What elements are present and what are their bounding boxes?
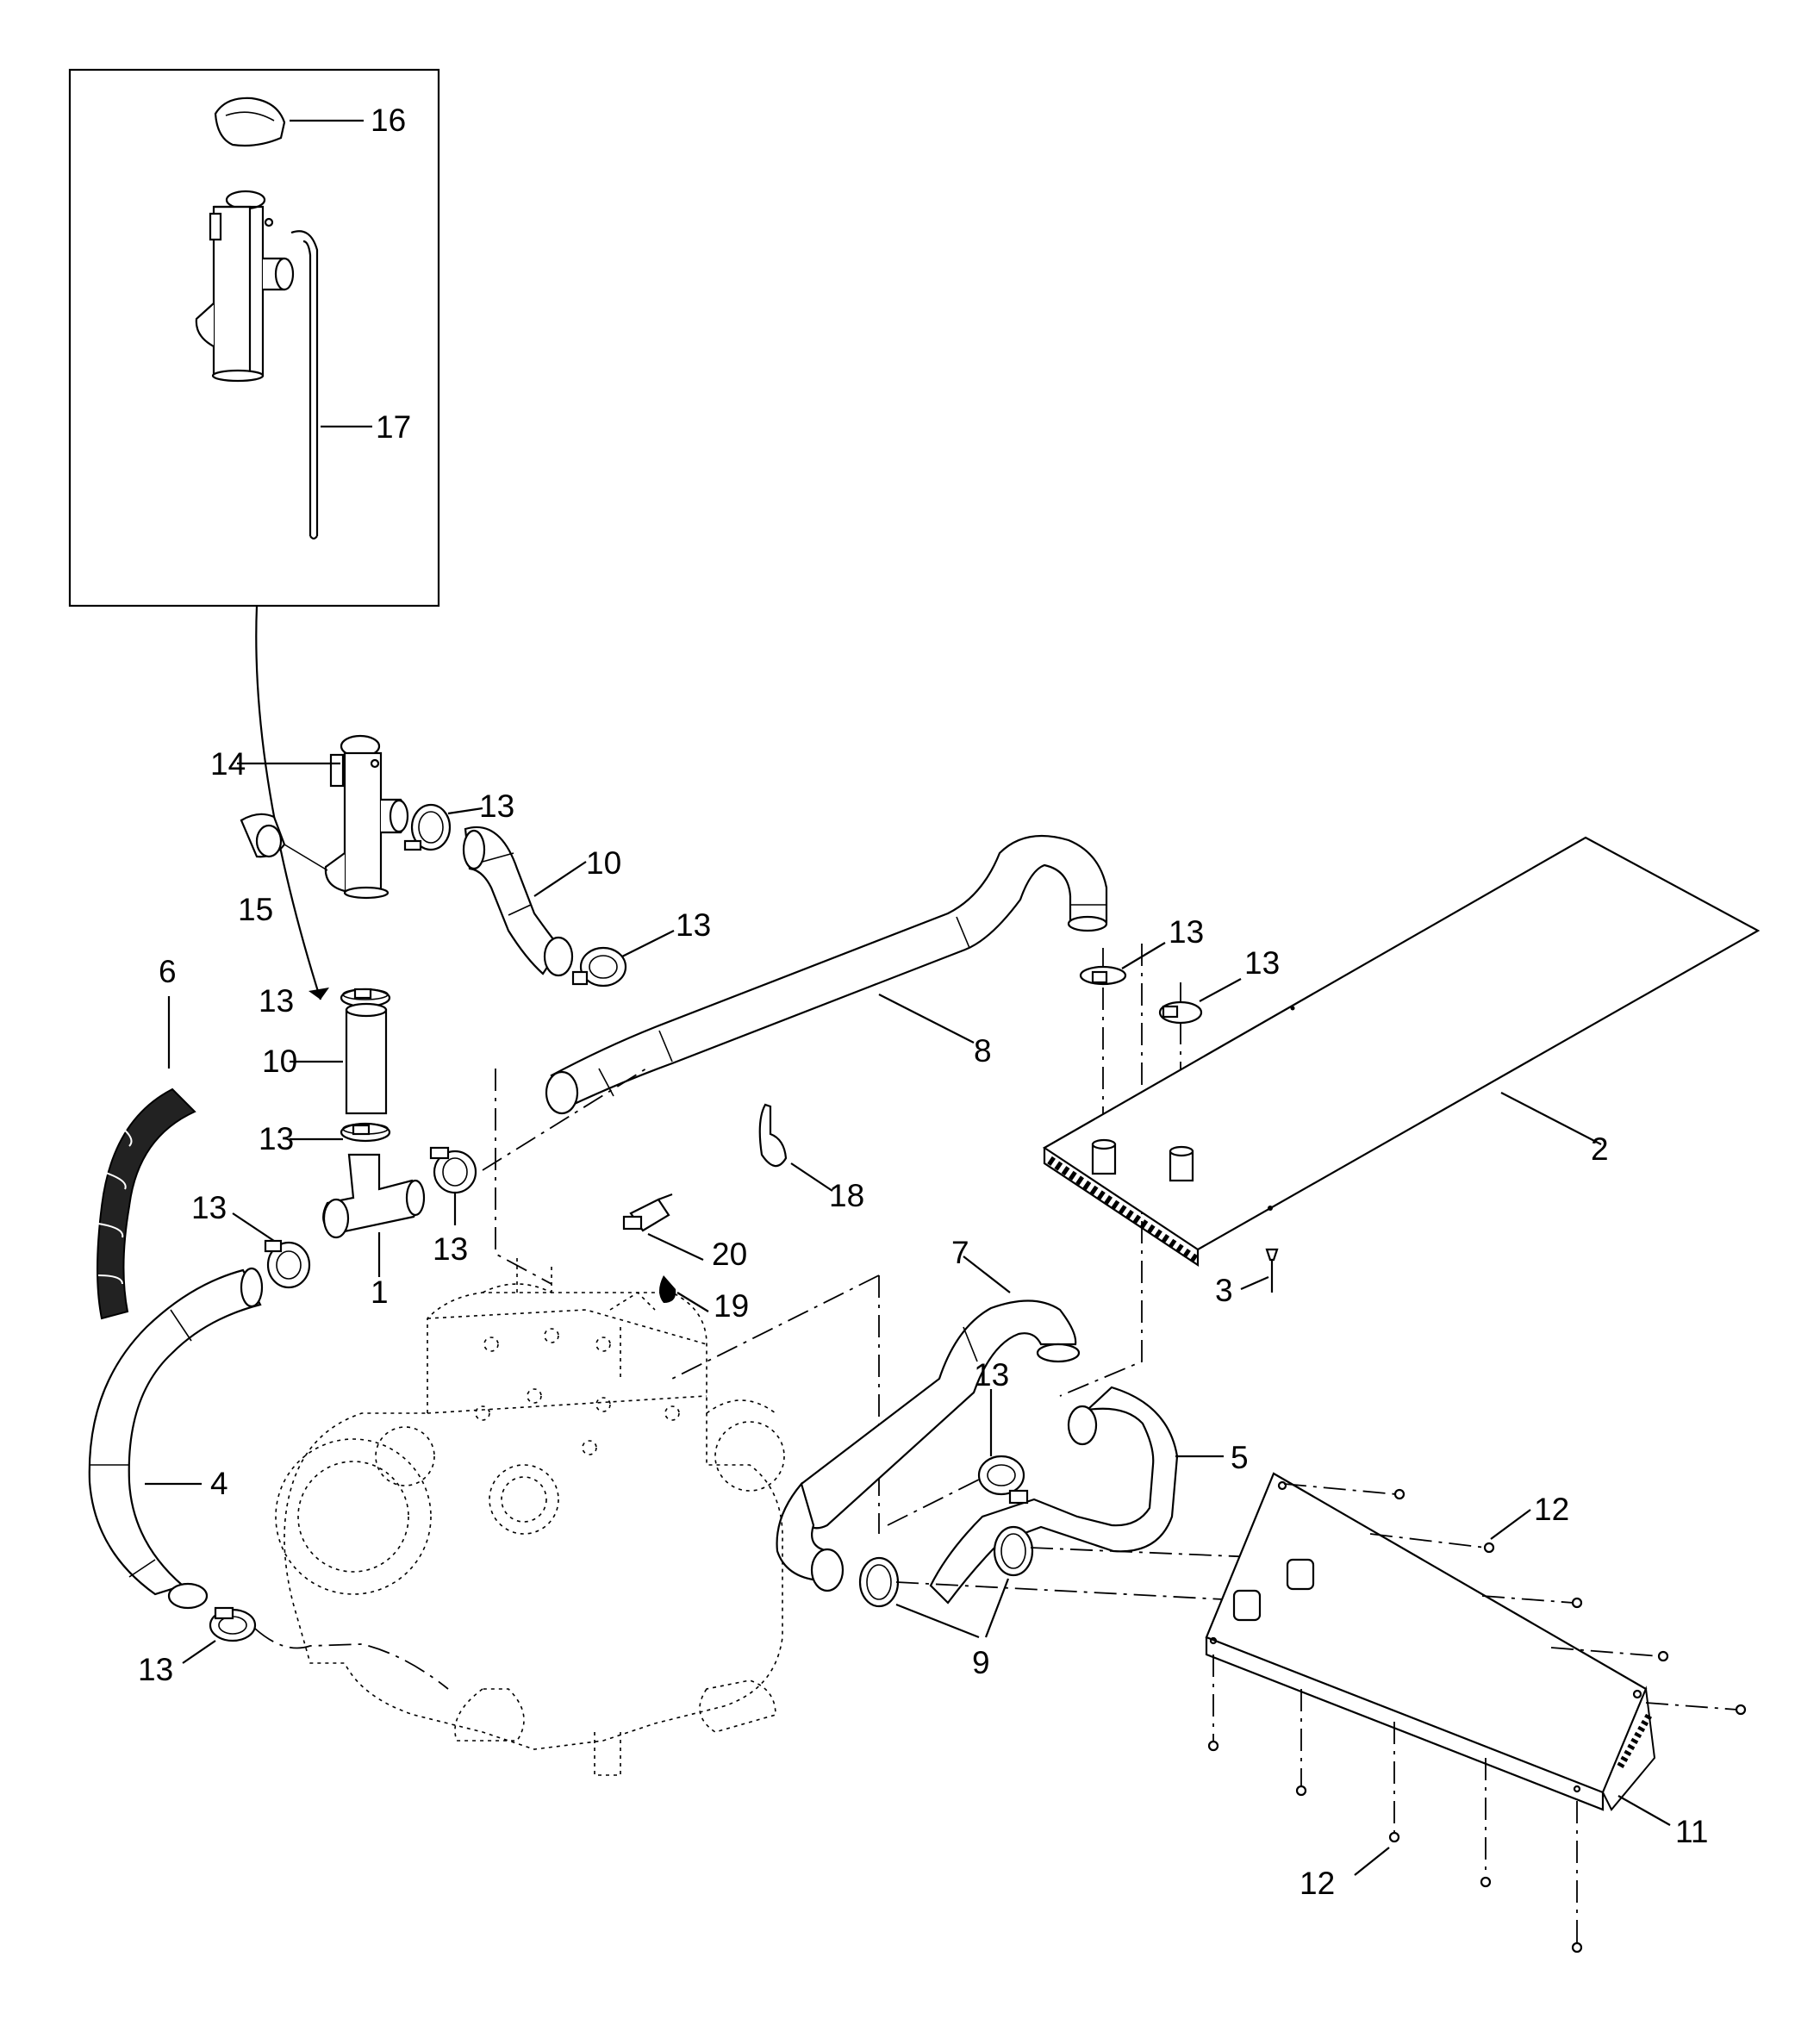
coupler-15-part — [240, 813, 328, 871]
callout-13-e: 13 — [191, 1190, 227, 1225]
callout-20: 20 — [712, 1237, 747, 1272]
callout-13-g: 13 — [1169, 914, 1204, 950]
callout-14: 14 — [210, 746, 246, 782]
callout-5: 5 — [1231, 1440, 1249, 1475]
long-hose-8-part — [545, 834, 1108, 1115]
t-fitting-part — [322, 1153, 426, 1239]
callout-11: 11 — [1675, 1814, 1708, 1849]
engine-block-dotted — [275, 1258, 785, 1776]
pressure-cap-part — [214, 97, 286, 147]
sealant-drop-part — [659, 1275, 676, 1303]
callout-2: 2 — [1591, 1131, 1609, 1167]
hose-clamp-bottom-left — [209, 1606, 257, 1642]
callout-13-j: 13 — [138, 1652, 173, 1687]
hose-clamp-radiator-2 — [1158, 1000, 1203, 1025]
ribbed-hose-part — [97, 1087, 196, 1320]
hose-4-part — [88, 1267, 264, 1610]
callout-12-b: 12 — [1300, 1866, 1335, 1901]
coupler-9b-part — [993, 1525, 1034, 1577]
overflow-tube-part — [290, 230, 319, 540]
callout-19: 19 — [714, 1288, 749, 1324]
radiator-part — [1042, 836, 1761, 1268]
screws-part — [1207, 1483, 1747, 1954]
callout-13-h: 13 — [1244, 945, 1280, 981]
callout-10-b: 10 — [262, 1044, 297, 1079]
coupler-9a-part — [858, 1556, 900, 1608]
callout-17: 17 — [376, 409, 411, 445]
hose-clamp-upper-2 — [571, 946, 627, 988]
straight-hose-10-part — [345, 1002, 388, 1115]
callout-13-c: 13 — [676, 907, 711, 943]
filler-neck-part — [237, 734, 409, 900]
callout-8: 8 — [974, 1033, 992, 1069]
temperature-sensor-part — [622, 1193, 673, 1232]
callout-13-a: 13 — [259, 983, 294, 1019]
callout-13-b: 13 — [479, 788, 514, 824]
cable-tie-part — [758, 1103, 788, 1168]
hose-clamp-t-right — [429, 1146, 477, 1194]
callout-16: 16 — [371, 103, 406, 138]
callout-7: 7 — [951, 1235, 969, 1270]
callout-12-a: 12 — [1534, 1492, 1569, 1527]
callout-18: 18 — [829, 1178, 864, 1213]
callout-13-f: 13 — [433, 1231, 468, 1267]
callout-4: 4 — [210, 1466, 228, 1501]
callout-labels: 16 17 14 13 10 15 13 13 6 10 13 13 13 1 … — [138, 103, 1708, 1901]
hose-clamp-upper — [403, 803, 452, 851]
hose-clamp-radiator-1 — [1079, 965, 1127, 986]
callout-13-i: 13 — [974, 1357, 1009, 1393]
callout-13-d: 13 — [259, 1121, 294, 1156]
hose-clamp-mid — [977, 1455, 1029, 1505]
hose-5-part — [929, 1386, 1179, 1605]
hose-10-upper-part — [462, 826, 574, 977]
inset-detail-box — [68, 68, 440, 608]
hose-clamp-13-left — [340, 988, 391, 1008]
callout-9: 9 — [972, 1645, 990, 1680]
filler-neck-inset-part — [195, 190, 295, 383]
rivet-part — [1265, 1248, 1279, 1293]
callout-6: 6 — [159, 954, 177, 989]
callout-10-a: 10 — [586, 845, 621, 881]
callout-3: 3 — [1215, 1273, 1233, 1308]
hose-clamp-t-left — [264, 1239, 311, 1289]
callout-1: 1 — [371, 1274, 389, 1310]
hose-clamp-13-lower — [340, 1122, 391, 1143]
callout-15: 15 — [238, 892, 273, 927]
hose-lower-9-part — [776, 1481, 845, 1592]
hose-7-part — [800, 1299, 1081, 1530]
heat-exchanger-part — [1205, 1472, 1656, 1811]
